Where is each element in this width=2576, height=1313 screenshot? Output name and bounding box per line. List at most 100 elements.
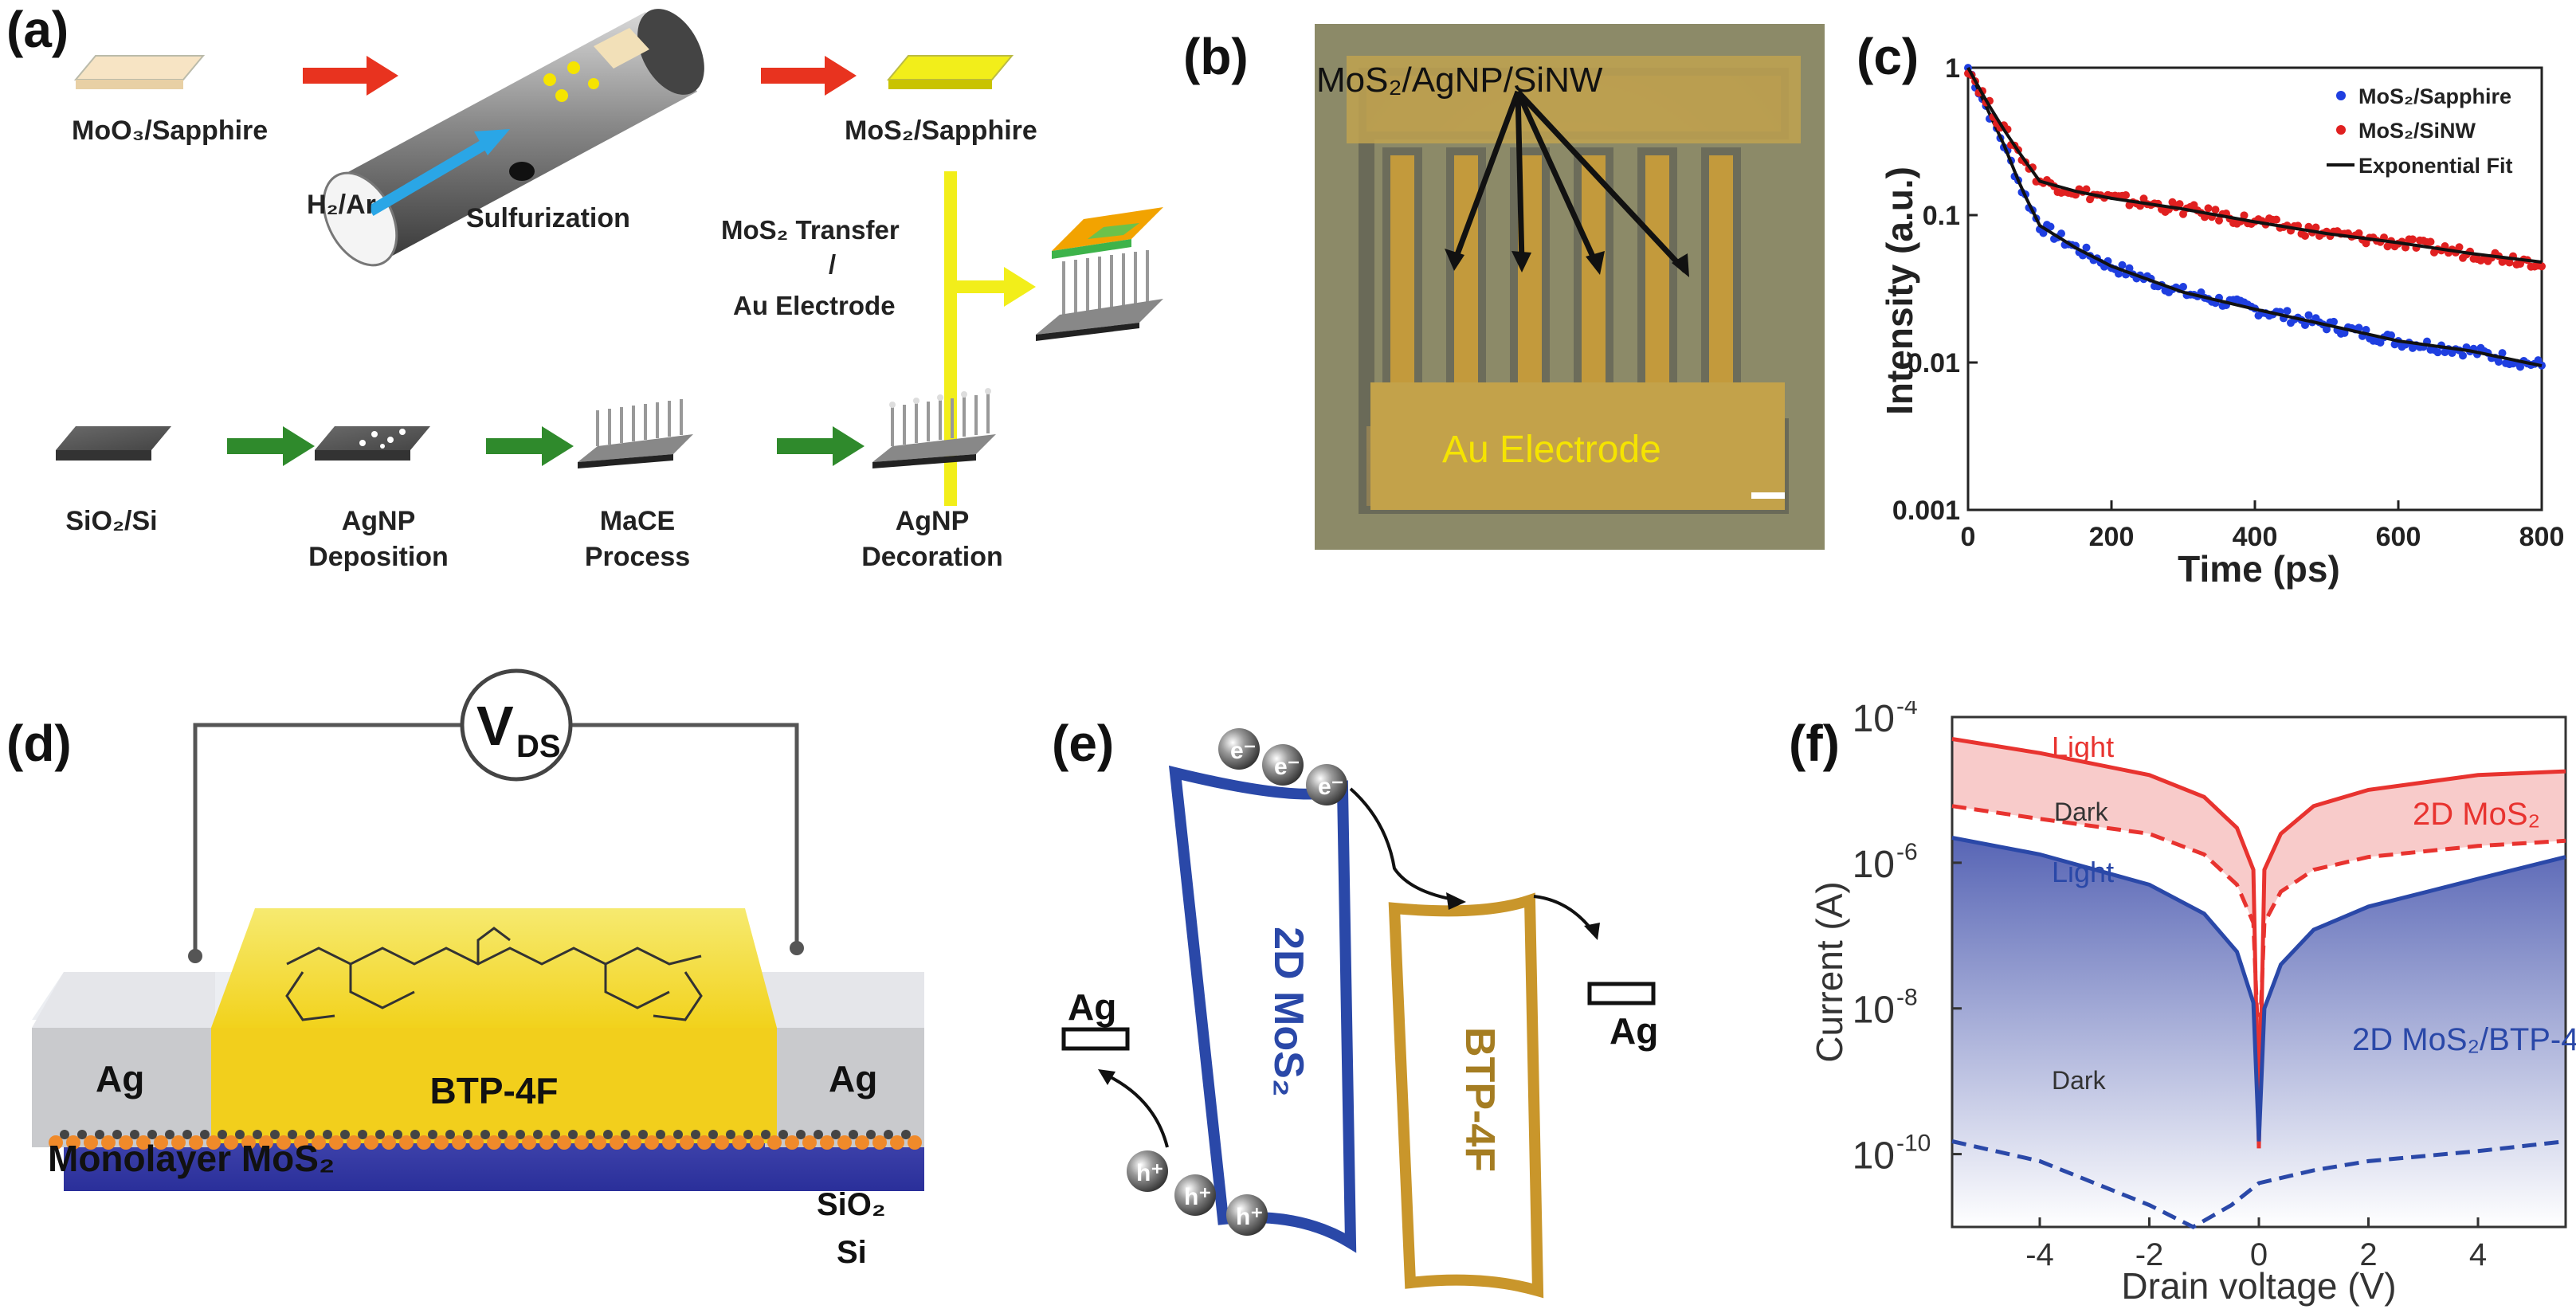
data-point <box>2498 349 2507 358</box>
mos2-atom <box>77 1130 87 1139</box>
mos2-atom <box>708 1130 718 1139</box>
data-point <box>2240 211 2249 220</box>
data-point <box>2125 264 2134 272</box>
x-axis-label: Drain voltage (V) <box>2121 1265 2396 1307</box>
y-tick-label: 1 <box>1945 53 1960 84</box>
moo3-label: MoO₃/Sapphire <box>72 116 268 146</box>
mos2-atom <box>399 1135 414 1150</box>
mos2-atom <box>253 1130 262 1139</box>
data-point <box>2459 351 2467 360</box>
mos2-atom <box>112 1130 122 1139</box>
mos2-atom <box>627 1135 641 1150</box>
mos2-atom <box>340 1130 350 1139</box>
annotation-arrows <box>1451 89 1688 273</box>
transfer-line1: MoS₂ Transfer <box>721 215 900 245</box>
panel-d-device: V DS Ag Ag BTP-4F Monolayer MoS₂ SiO₂ Si <box>32 668 924 1270</box>
annotation-dark-blue: Dark <box>2052 1066 2107 1095</box>
data-point <box>2495 358 2503 366</box>
step-label: SiO₂/Si <box>65 506 157 536</box>
panel-label-e: (e) <box>1052 715 1115 772</box>
fit-line <box>1966 67 2543 368</box>
data-point <box>2516 363 2524 371</box>
annotation-light-red: Light <box>2052 731 2114 763</box>
au-electrode-label: Au Electrode <box>1442 429 1661 471</box>
x-axis-label: Time (ps) <box>2178 548 2340 590</box>
data-point <box>2323 325 2331 334</box>
data-point <box>2433 348 2442 357</box>
mos2-atom <box>480 1130 490 1139</box>
series-line <box>1951 804 2566 1060</box>
mos2-atom <box>241 1135 256 1150</box>
mos2-atom <box>533 1130 543 1139</box>
y-axis-label: Intensity (a.u.) <box>1879 167 1920 415</box>
mos2-atom <box>182 1130 192 1139</box>
legend-marker <box>2336 125 2346 135</box>
btp-4f-film <box>211 908 777 1028</box>
data-point <box>2118 261 2127 269</box>
x-tick-label: -4 <box>2025 1237 2054 1272</box>
transfer-line2: / <box>829 249 836 279</box>
mos2-atom <box>557 1135 571 1150</box>
data-point <box>2340 328 2349 337</box>
panel-label-c: (c) <box>1857 28 1919 85</box>
mos2-atom <box>347 1135 361 1150</box>
panel-b-micrograph: MoS₂/AgNP/SiNW Au Electrode <box>1315 24 1825 550</box>
svg-text:h⁺: h⁺ <box>1184 1184 1211 1210</box>
data-point <box>2082 185 2091 194</box>
data-point <box>2115 269 2123 278</box>
legend: MoS₂/Sapphire MoS₂/SiNW Exponential Fit <box>2327 84 2513 178</box>
green-arrow-icon <box>777 426 865 466</box>
mos2-atom <box>610 1135 624 1150</box>
series-line <box>1951 836 2566 1142</box>
mos2-atom <box>294 1135 308 1150</box>
data-point <box>2082 243 2091 252</box>
mos2-atom <box>831 1130 841 1139</box>
data-point <box>2354 323 2363 332</box>
data-point <box>2455 243 2464 252</box>
y-tick-label: 10 <box>1853 844 1895 886</box>
x-tick-label: 2 <box>2359 1237 2377 1272</box>
mos2-atom <box>445 1130 455 1139</box>
data-point <box>2409 235 2417 244</box>
mos2-atom <box>66 1135 80 1150</box>
mos2-atom <box>358 1130 367 1139</box>
ag-pad-right <box>765 1028 924 1147</box>
x-tick-label: 0 <box>2250 1237 2268 1272</box>
data-point <box>2311 223 2320 232</box>
mos2-atom <box>428 1130 437 1139</box>
mos2-atom <box>743 1130 753 1139</box>
mos2-atom <box>49 1135 63 1150</box>
x-tick-label: 800 <box>2519 522 2565 552</box>
mos2-atom <box>235 1130 245 1139</box>
step-label: Decoration <box>861 542 1003 572</box>
mos2-atom <box>119 1135 133 1150</box>
mos2-sapphire-label: MoS₂/Sapphire <box>845 116 1037 146</box>
electron-icon: e⁻ <box>1306 764 1347 805</box>
agnp-deposition-plate <box>315 426 430 461</box>
electron-icon: e⁻ <box>1218 728 1260 770</box>
mos2-atom <box>680 1135 694 1150</box>
mos2-atom <box>147 1130 157 1139</box>
y-axis-label: Current (A) <box>1809 881 1850 1062</box>
mos2-atom <box>785 1135 799 1150</box>
x-tick-label: 4 <box>2469 1237 2487 1272</box>
hetero-shaded-region <box>1952 837 2566 1227</box>
mos2-atom <box>715 1135 729 1150</box>
mos2-atom <box>305 1130 315 1139</box>
svg-text:e⁻: e⁻ <box>1274 754 1300 780</box>
data-point <box>2301 232 2309 241</box>
scale-bar <box>1751 492 1785 499</box>
step-label: MaCE <box>600 506 675 536</box>
mos2-atom <box>901 1130 911 1139</box>
mos2-atom <box>837 1135 852 1150</box>
hole-extraction-arrow <box>1107 1074 1169 1148</box>
hole-icon: h⁺ <box>1174 1174 1216 1216</box>
electron-extraction-arrow <box>1533 895 1595 934</box>
mos2-atom <box>621 1130 630 1139</box>
mos2-atom <box>539 1135 554 1150</box>
x-tick-label: 400 <box>2233 522 2278 552</box>
data-point <box>2330 317 2338 326</box>
hole-icon: h⁺ <box>1226 1194 1268 1236</box>
